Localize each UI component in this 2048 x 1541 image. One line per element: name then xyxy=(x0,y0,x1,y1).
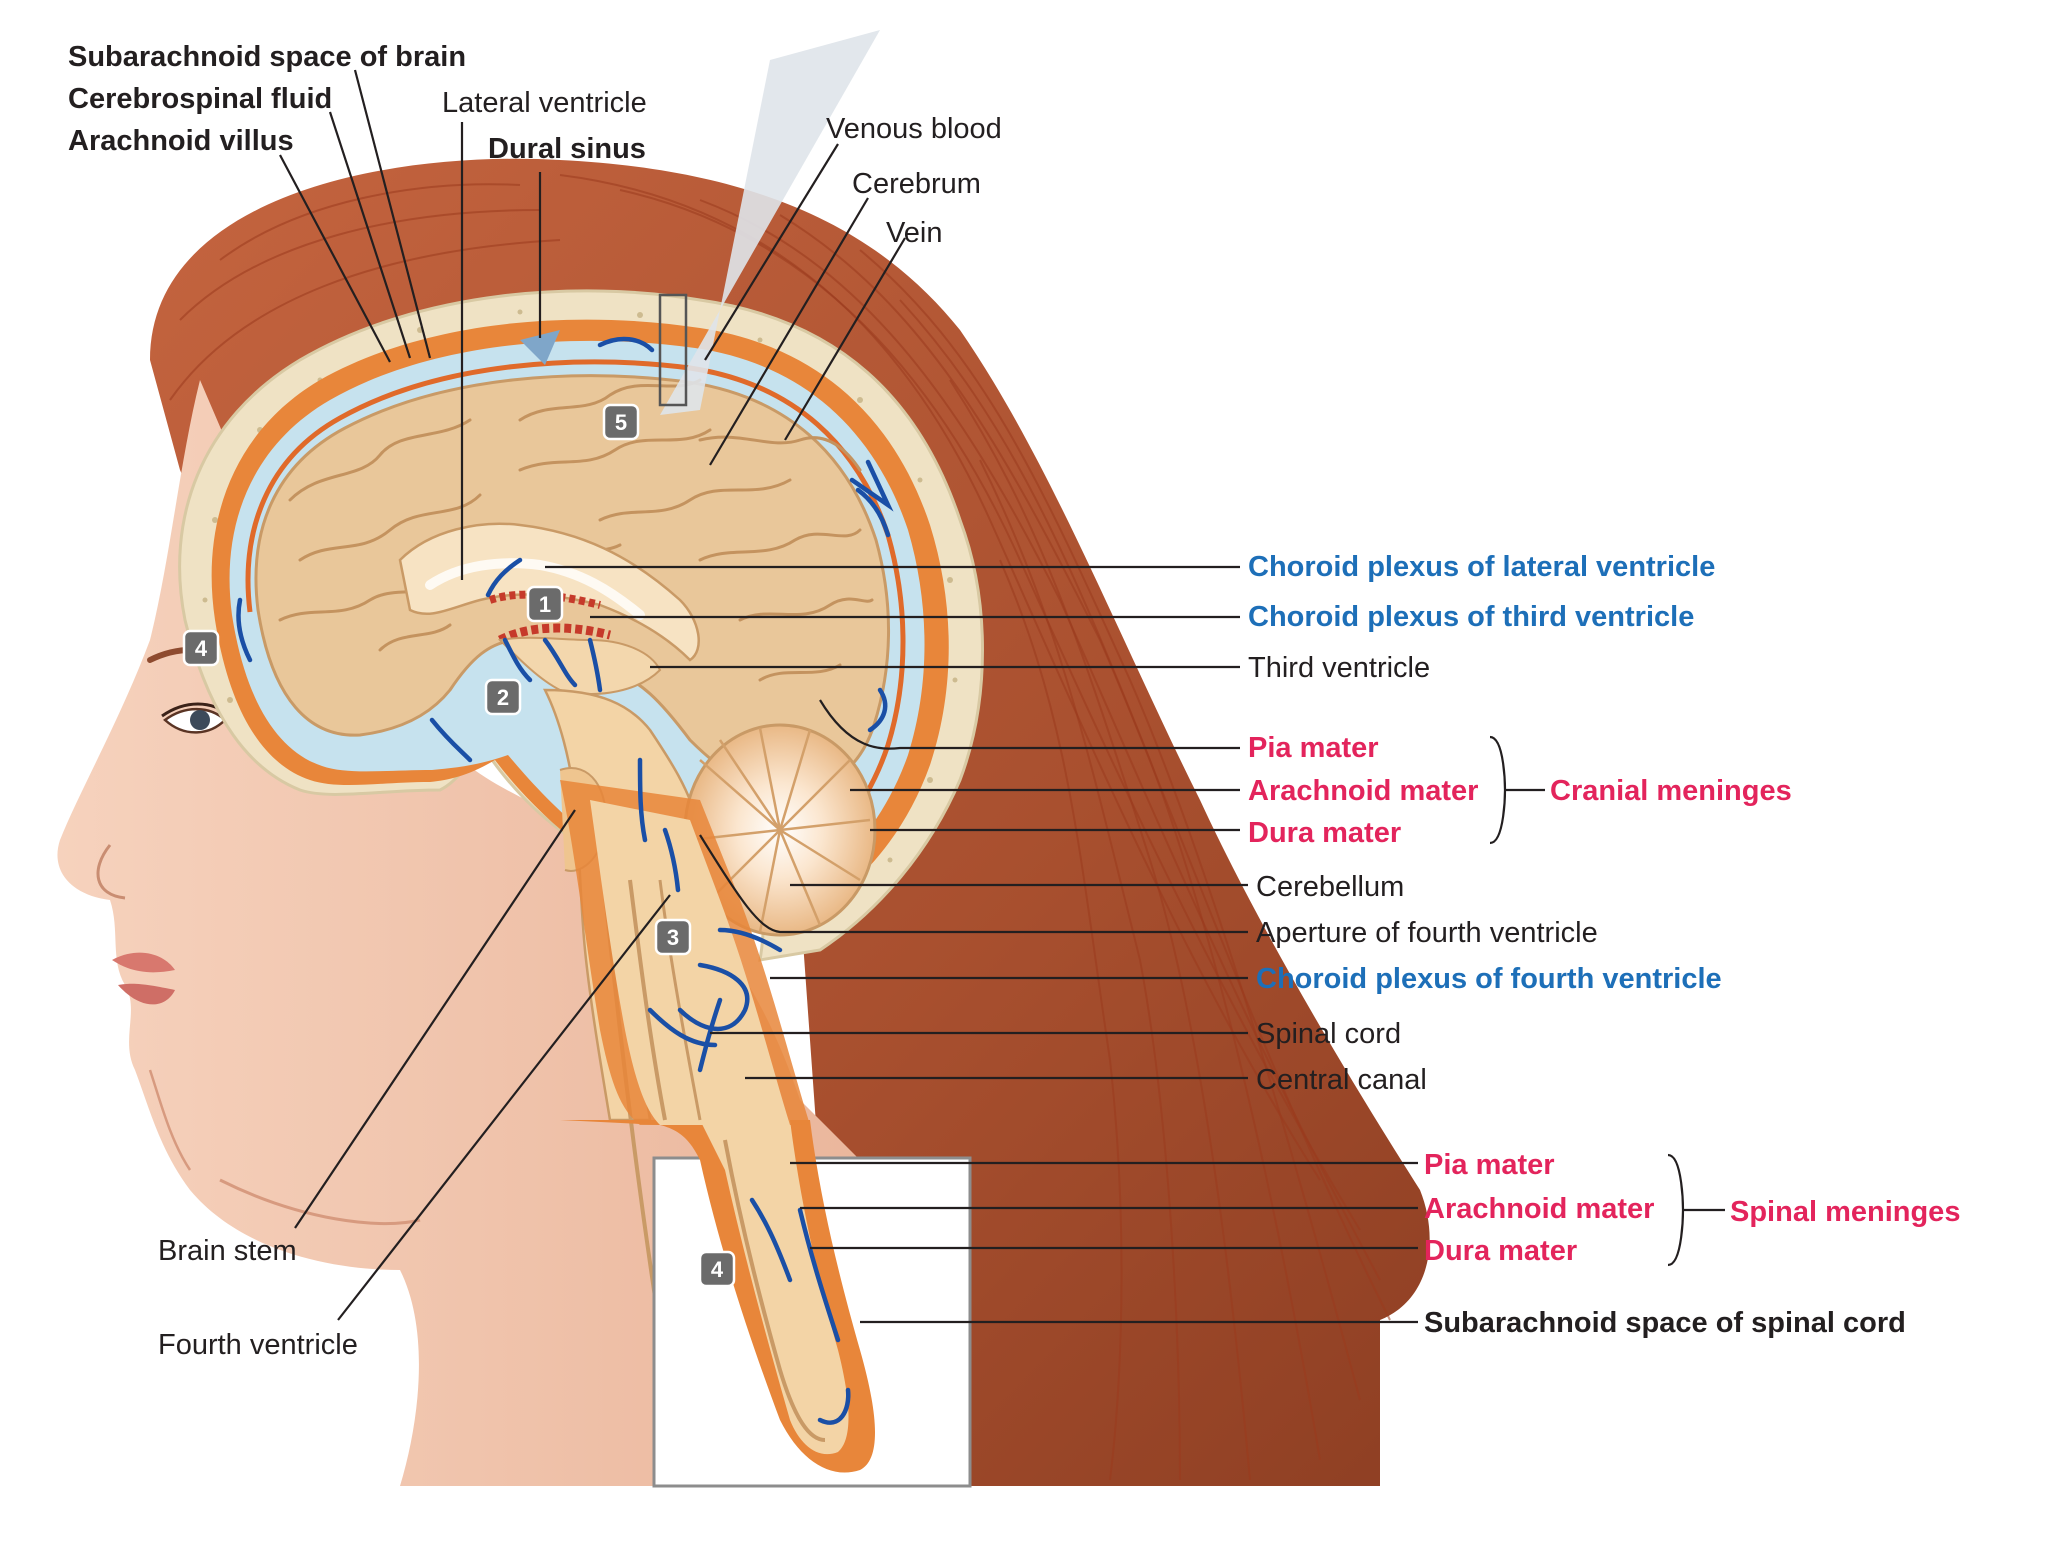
label-arachnoid-villus: Arachnoid villus xyxy=(68,125,294,157)
label-subarachnoid-space-brain: Subarachnoid space of brain xyxy=(68,41,466,73)
label-cranial-meninges: Cranial meninges xyxy=(1550,775,1792,807)
label-aperture-fourth-ventricle: Aperture of fourth ventricle xyxy=(1256,917,1598,949)
label-cerebrum: Cerebrum xyxy=(852,168,981,200)
step-4a-label: 4 xyxy=(195,636,208,661)
label-brain-stem: Brain stem xyxy=(158,1235,297,1267)
label-dural-sinus: Dural sinus xyxy=(488,133,646,165)
step-1-label: 1 xyxy=(539,592,551,617)
label-cerebrospinal-fluid: Cerebrospinal fluid xyxy=(68,83,332,115)
label-choroid-plexus-fourth: Choroid plexus of fourth ventricle xyxy=(1256,963,1722,995)
step-1-marker: 1 xyxy=(528,587,562,621)
label-lateral-ventricle: Lateral ventricle xyxy=(442,87,647,119)
label-third-ventricle: Third ventricle xyxy=(1248,652,1430,684)
step-2-label: 2 xyxy=(497,685,509,710)
label-central-canal: Central canal xyxy=(1256,1064,1427,1096)
step-4b-marker: 4 xyxy=(700,1252,734,1286)
label-dura-mater-spinal: Dura mater xyxy=(1424,1235,1577,1267)
label-choroid-plexus-lateral: Choroid plexus of lateral ventricle xyxy=(1248,551,1715,583)
step-5-label: 5 xyxy=(615,410,627,435)
label-spinal-cord: Spinal cord xyxy=(1256,1018,1401,1050)
step-5-marker: 5 xyxy=(604,405,638,439)
step-4a-marker: 4 xyxy=(184,631,218,665)
step-3-marker: 3 xyxy=(656,920,690,954)
label-vein: Vein xyxy=(886,217,942,249)
label-venous-blood: Venous blood xyxy=(826,113,1002,145)
step-2-marker: 2 xyxy=(486,680,520,714)
label-pia-mater-spinal: Pia mater xyxy=(1424,1149,1555,1181)
label-arachnoid-mater-spinal: Arachnoid mater xyxy=(1424,1193,1654,1225)
label-dura-mater-cranial: Dura mater xyxy=(1248,817,1401,849)
label-arachnoid-mater-cranial: Arachnoid mater xyxy=(1248,775,1478,807)
label-fourth-ventricle: Fourth ventricle xyxy=(158,1329,358,1361)
label-pia-mater-cranial: Pia mater xyxy=(1248,732,1379,764)
step-3-label: 3 xyxy=(667,925,679,950)
eye-iris xyxy=(190,710,210,730)
label-cerebellum: Cerebellum xyxy=(1256,871,1404,903)
label-spinal-meninges: Spinal meninges xyxy=(1730,1196,1960,1228)
label-choroid-plexus-third: Choroid plexus of third ventricle xyxy=(1248,601,1694,633)
label-subarachnoid-space-spinal-cord: Subarachnoid space of spinal cord xyxy=(1424,1307,1906,1339)
step-4b-label: 4 xyxy=(711,1257,724,1282)
